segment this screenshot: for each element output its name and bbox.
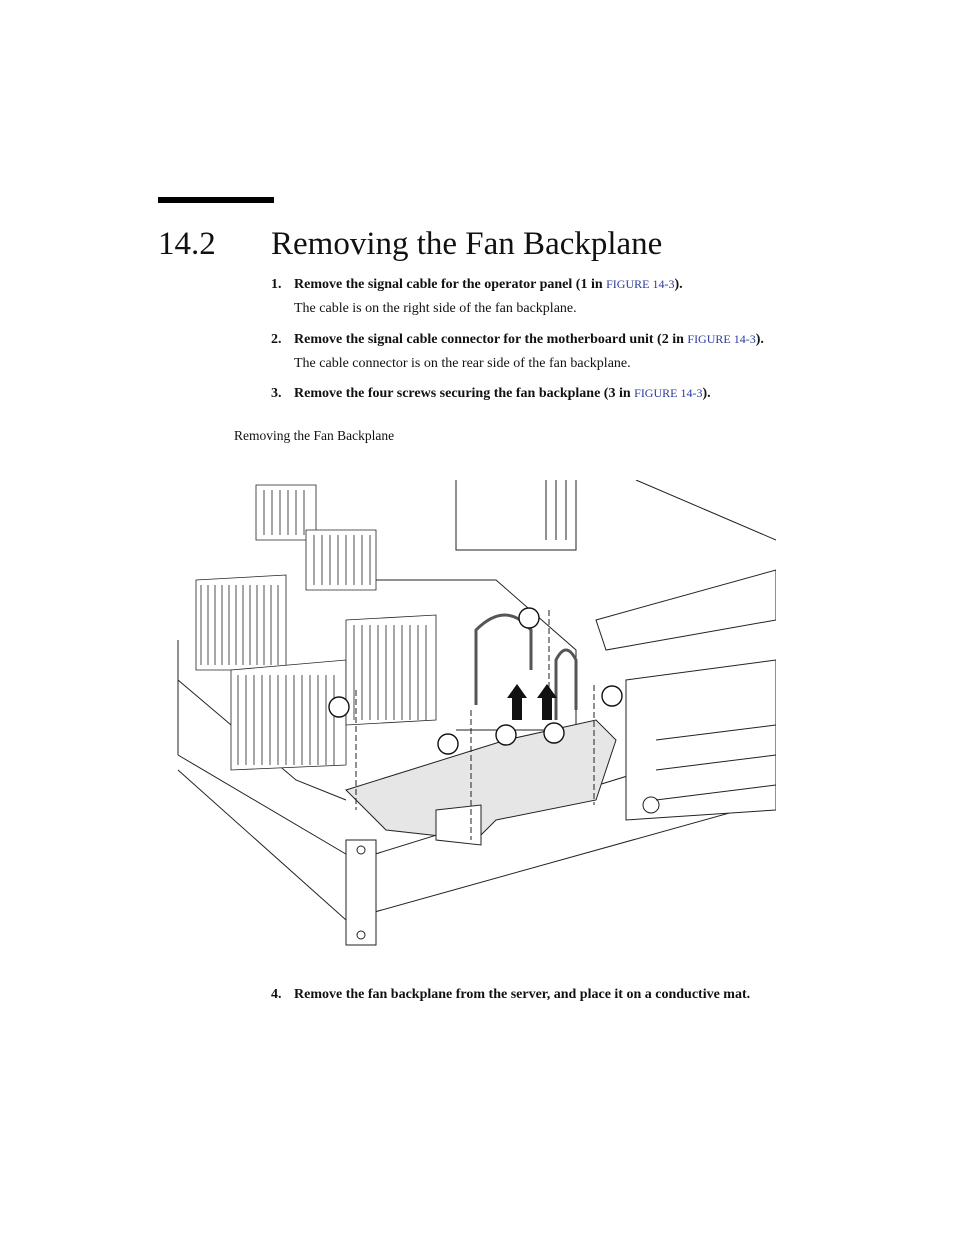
step-text: Remove the four screws securing the fan …: [294, 386, 711, 402]
step-number: 4.: [271, 987, 282, 1002]
callout-3: [328, 696, 350, 718]
step-instruction: Remove the four screws securing the fan …: [294, 386, 635, 401]
step-note: The cable is on the right side of the fa…: [294, 301, 577, 316]
figure-link[interactable]: FIGURE 14-3: [634, 386, 703, 400]
server-diagram: [177, 479, 777, 946]
figure-link[interactable]: FIGURE 14-3: [687, 332, 756, 346]
callout-3b: [437, 733, 459, 755]
step-close: ).: [702, 386, 711, 401]
callout-2b: [543, 722, 565, 744]
callout-2: [495, 724, 517, 746]
step-text: Remove the signal cable for the operator…: [294, 277, 683, 293]
section-rule: [158, 197, 274, 203]
figure-link[interactable]: FIGURE 14-3: [606, 277, 675, 291]
step-text: Remove the fan backplane from the server…: [294, 987, 751, 1002]
step-close: ).: [674, 277, 683, 292]
step-instruction: Remove the signal cable for the operator…: [294, 277, 607, 292]
callout-1: [518, 607, 540, 629]
step-instruction: Remove the signal cable connector for th…: [294, 332, 688, 347]
step-close: ).: [755, 332, 764, 347]
step-number: 1.: [271, 277, 282, 292]
fan-backplane-illustration: [176, 479, 777, 946]
step-note: The cable connector is on the rear side …: [294, 356, 631, 371]
callout-1b: [601, 685, 623, 707]
step-text: Remove the signal cable connector for th…: [294, 332, 764, 348]
figure-caption: Removing the Fan Backplane: [234, 428, 395, 443]
step-number: 2.: [271, 332, 282, 347]
section-number: 14.2: [158, 226, 216, 262]
step-number: 3.: [271, 386, 282, 401]
section-title: Removing the Fan Backplane: [271, 226, 663, 262]
